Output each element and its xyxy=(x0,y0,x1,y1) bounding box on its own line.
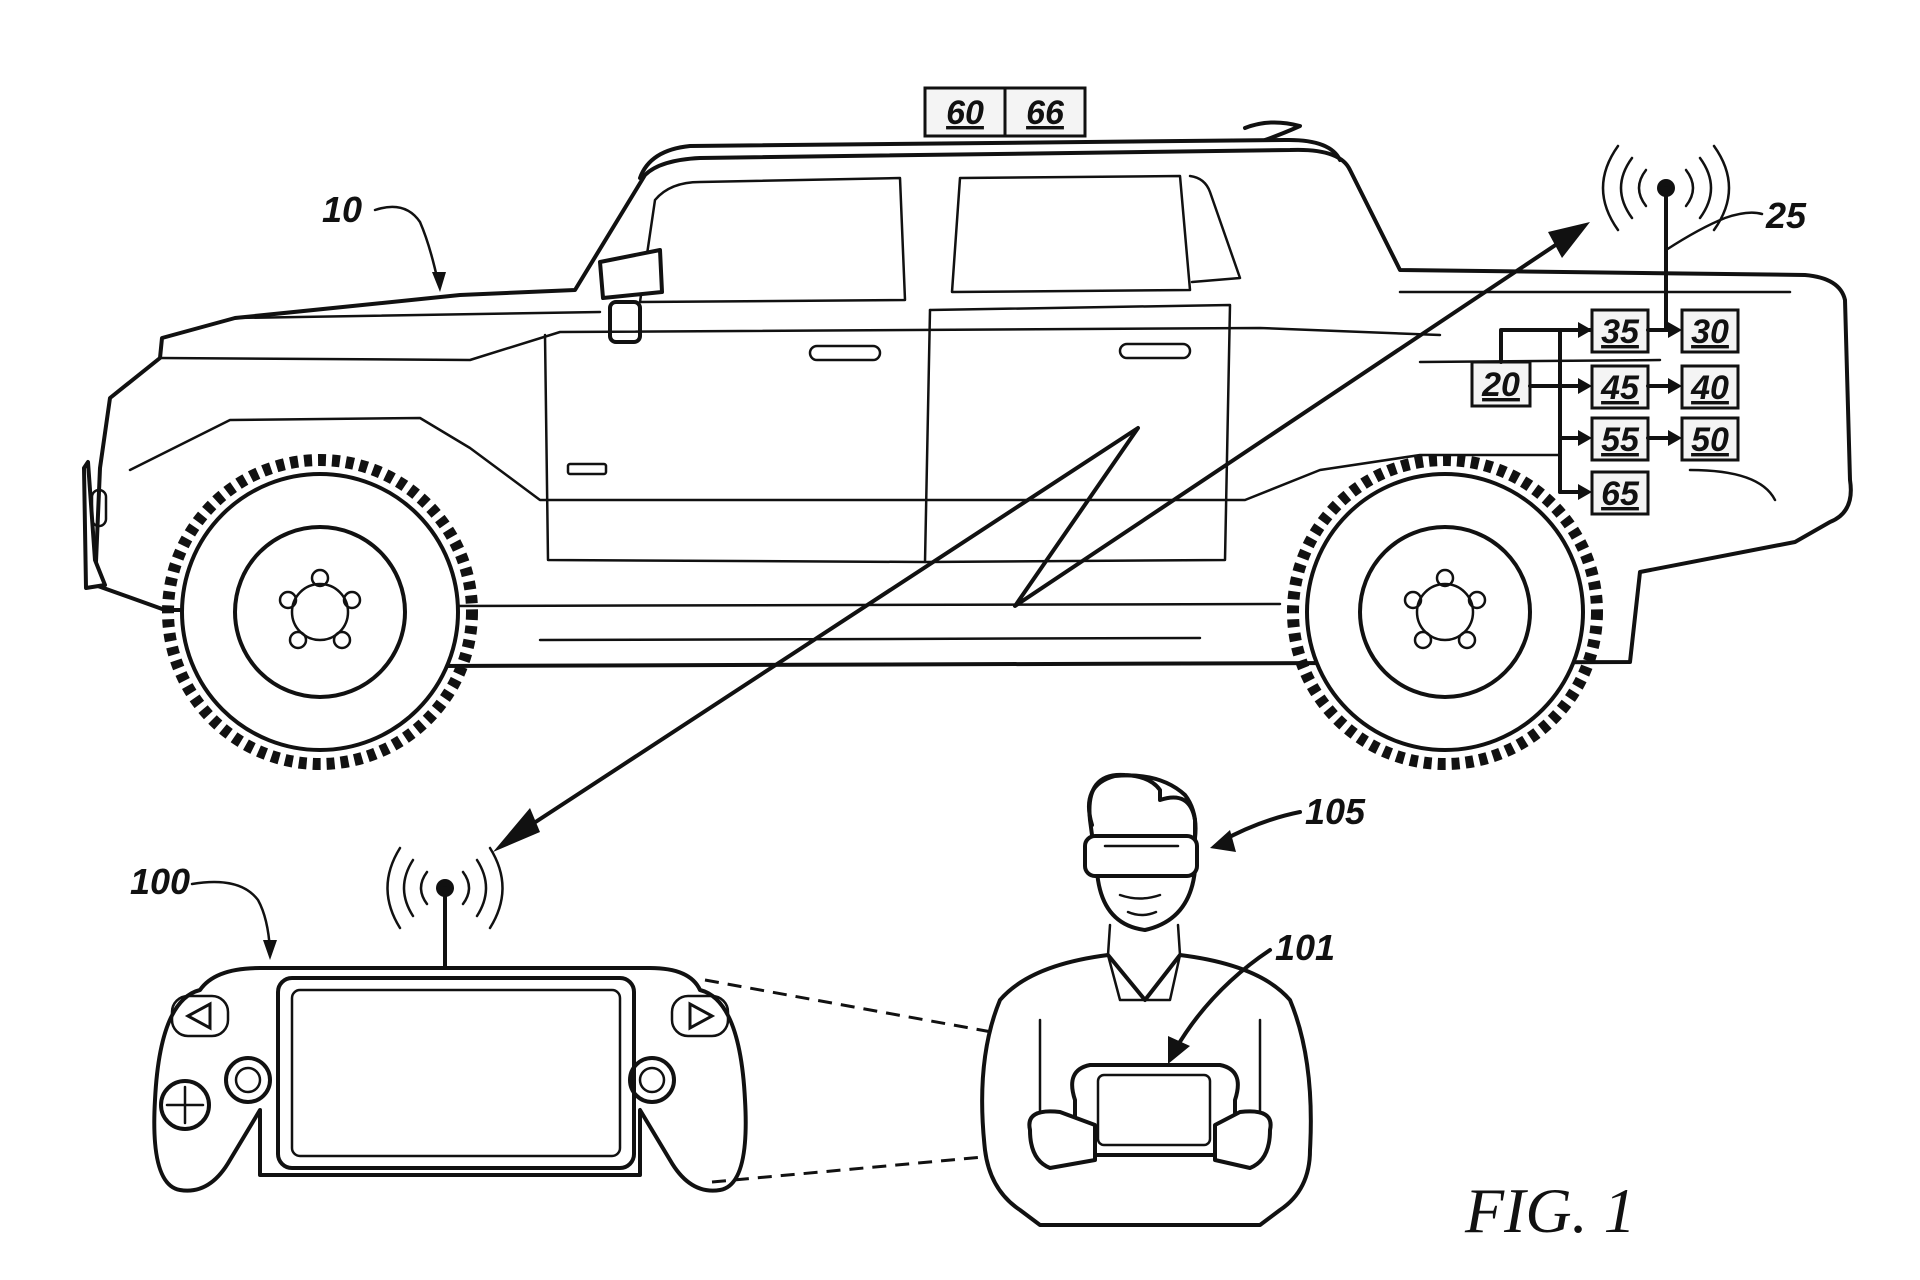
module-box xyxy=(1680,308,1740,354)
module-label: 55 xyxy=(1601,421,1640,459)
module-label: 50 xyxy=(1691,421,1729,459)
module-label: 35 xyxy=(1601,313,1640,351)
roof-module-label: 60 xyxy=(946,94,984,132)
module-label: 65 xyxy=(1601,475,1640,513)
vehicle-module-diagram: 20 35 45 55 65 30 40 50 xyxy=(1470,256,1740,516)
roof-module-group: 60 66 xyxy=(923,86,1087,138)
module-box xyxy=(1590,470,1650,516)
vehicle-reference: 10 xyxy=(322,189,446,292)
headset-reference: 105 xyxy=(1210,791,1366,852)
roof-module-label: 66 xyxy=(1026,94,1065,132)
module-label: 30 xyxy=(1691,313,1729,351)
module-box xyxy=(1680,364,1740,410)
roof-module-box xyxy=(1003,86,1087,138)
user-illustration xyxy=(980,772,1313,1227)
device-reference: 101 xyxy=(1168,927,1335,1064)
device-ref-label: 101 xyxy=(1275,927,1335,968)
roof-module-box xyxy=(923,86,1007,138)
wireless-link xyxy=(493,222,1590,852)
vehicle-antenna: 25 xyxy=(1601,144,1807,260)
vehicle-illustration xyxy=(82,120,1853,770)
vehicle-ref-label: 10 xyxy=(322,189,362,230)
controller-label: 20 xyxy=(1481,366,1520,404)
module-label: 45 xyxy=(1600,369,1640,407)
module-box xyxy=(1680,416,1740,462)
controller-ref-label: 100 xyxy=(130,861,190,902)
module-label: 40 xyxy=(1690,369,1729,407)
headset-ref-label: 105 xyxy=(1305,791,1366,832)
handheld-controller: 100 xyxy=(130,846,748,1193)
antenna-ref-label: 25 xyxy=(1765,195,1807,236)
figure-caption: FIG. 1 xyxy=(1464,1175,1636,1246)
